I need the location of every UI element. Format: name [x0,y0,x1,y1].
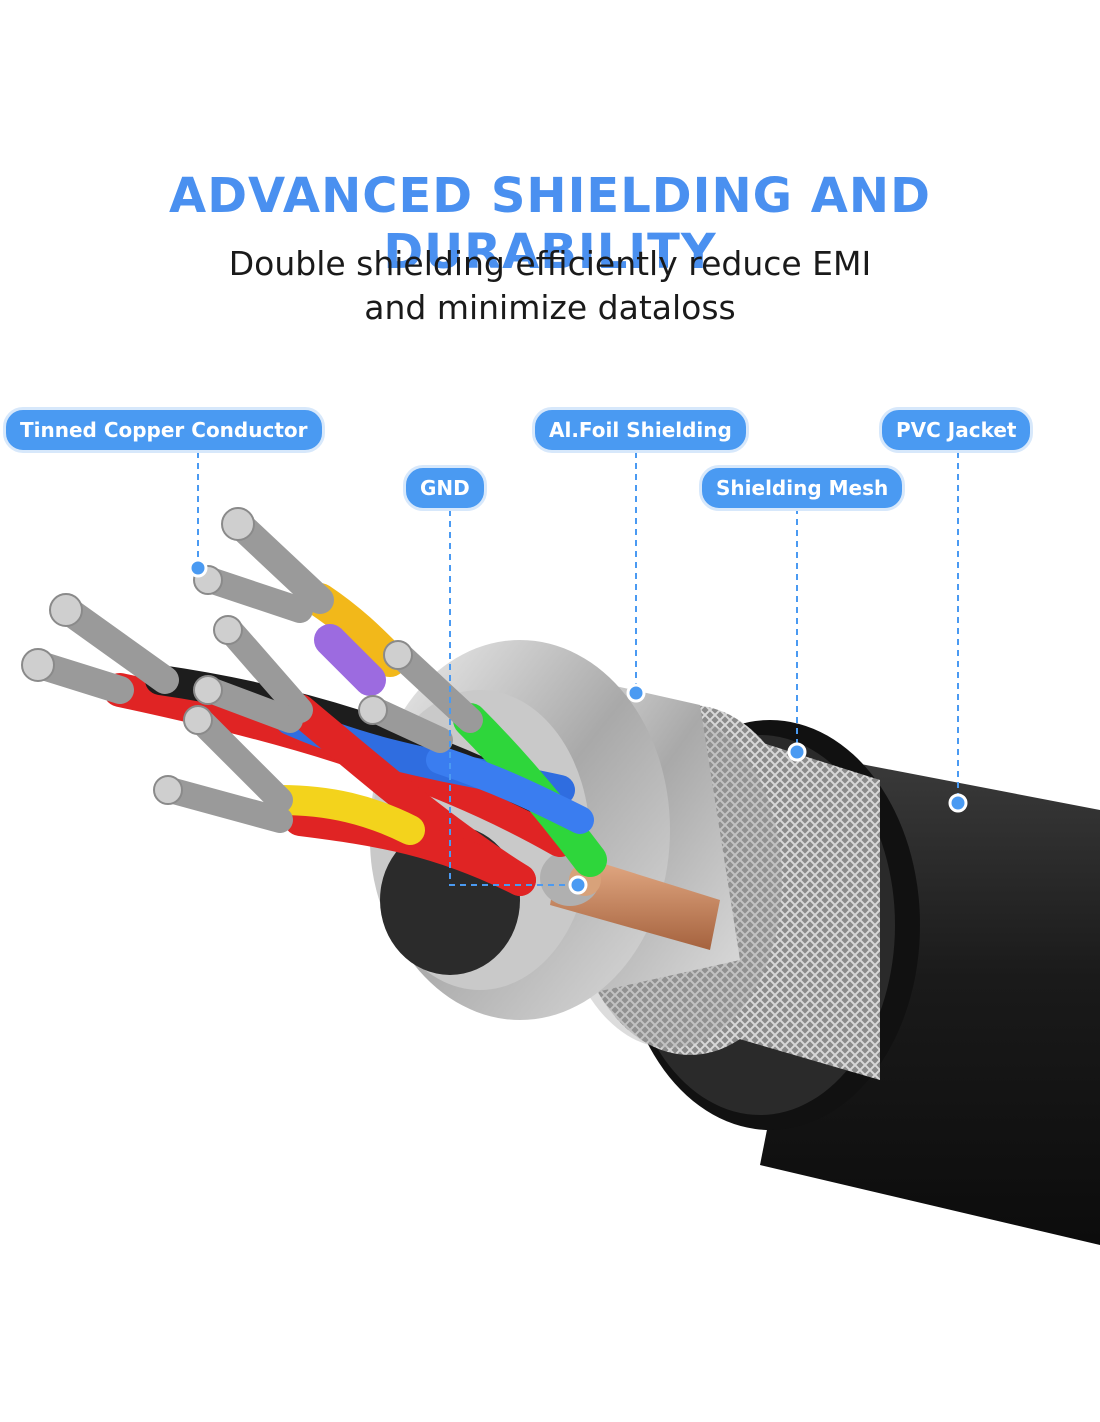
leader-lines [197,452,959,886]
inner-wires [103,583,607,896]
headline: ADVANCED SHIELDING AND DURABILITY [169,168,931,280]
callout-tinned-copper-conductor: Tinned Copper Conductor [3,407,325,453]
strand-ends [21,507,413,805]
leader-dots [188,558,968,895]
callout-gnd: GND [403,465,487,511]
callout-shielding-mesh: Shielding Mesh [699,465,906,511]
callout-al-foil-shielding: Al.Foil Shielding [532,407,749,453]
subtitle-line-1: Double shielding efficiently reduce EMI [228,244,872,283]
callout-pvc-jacket: PVC Jacket [879,407,1034,453]
subtitle-line-2: and minimize dataloss [364,288,736,327]
